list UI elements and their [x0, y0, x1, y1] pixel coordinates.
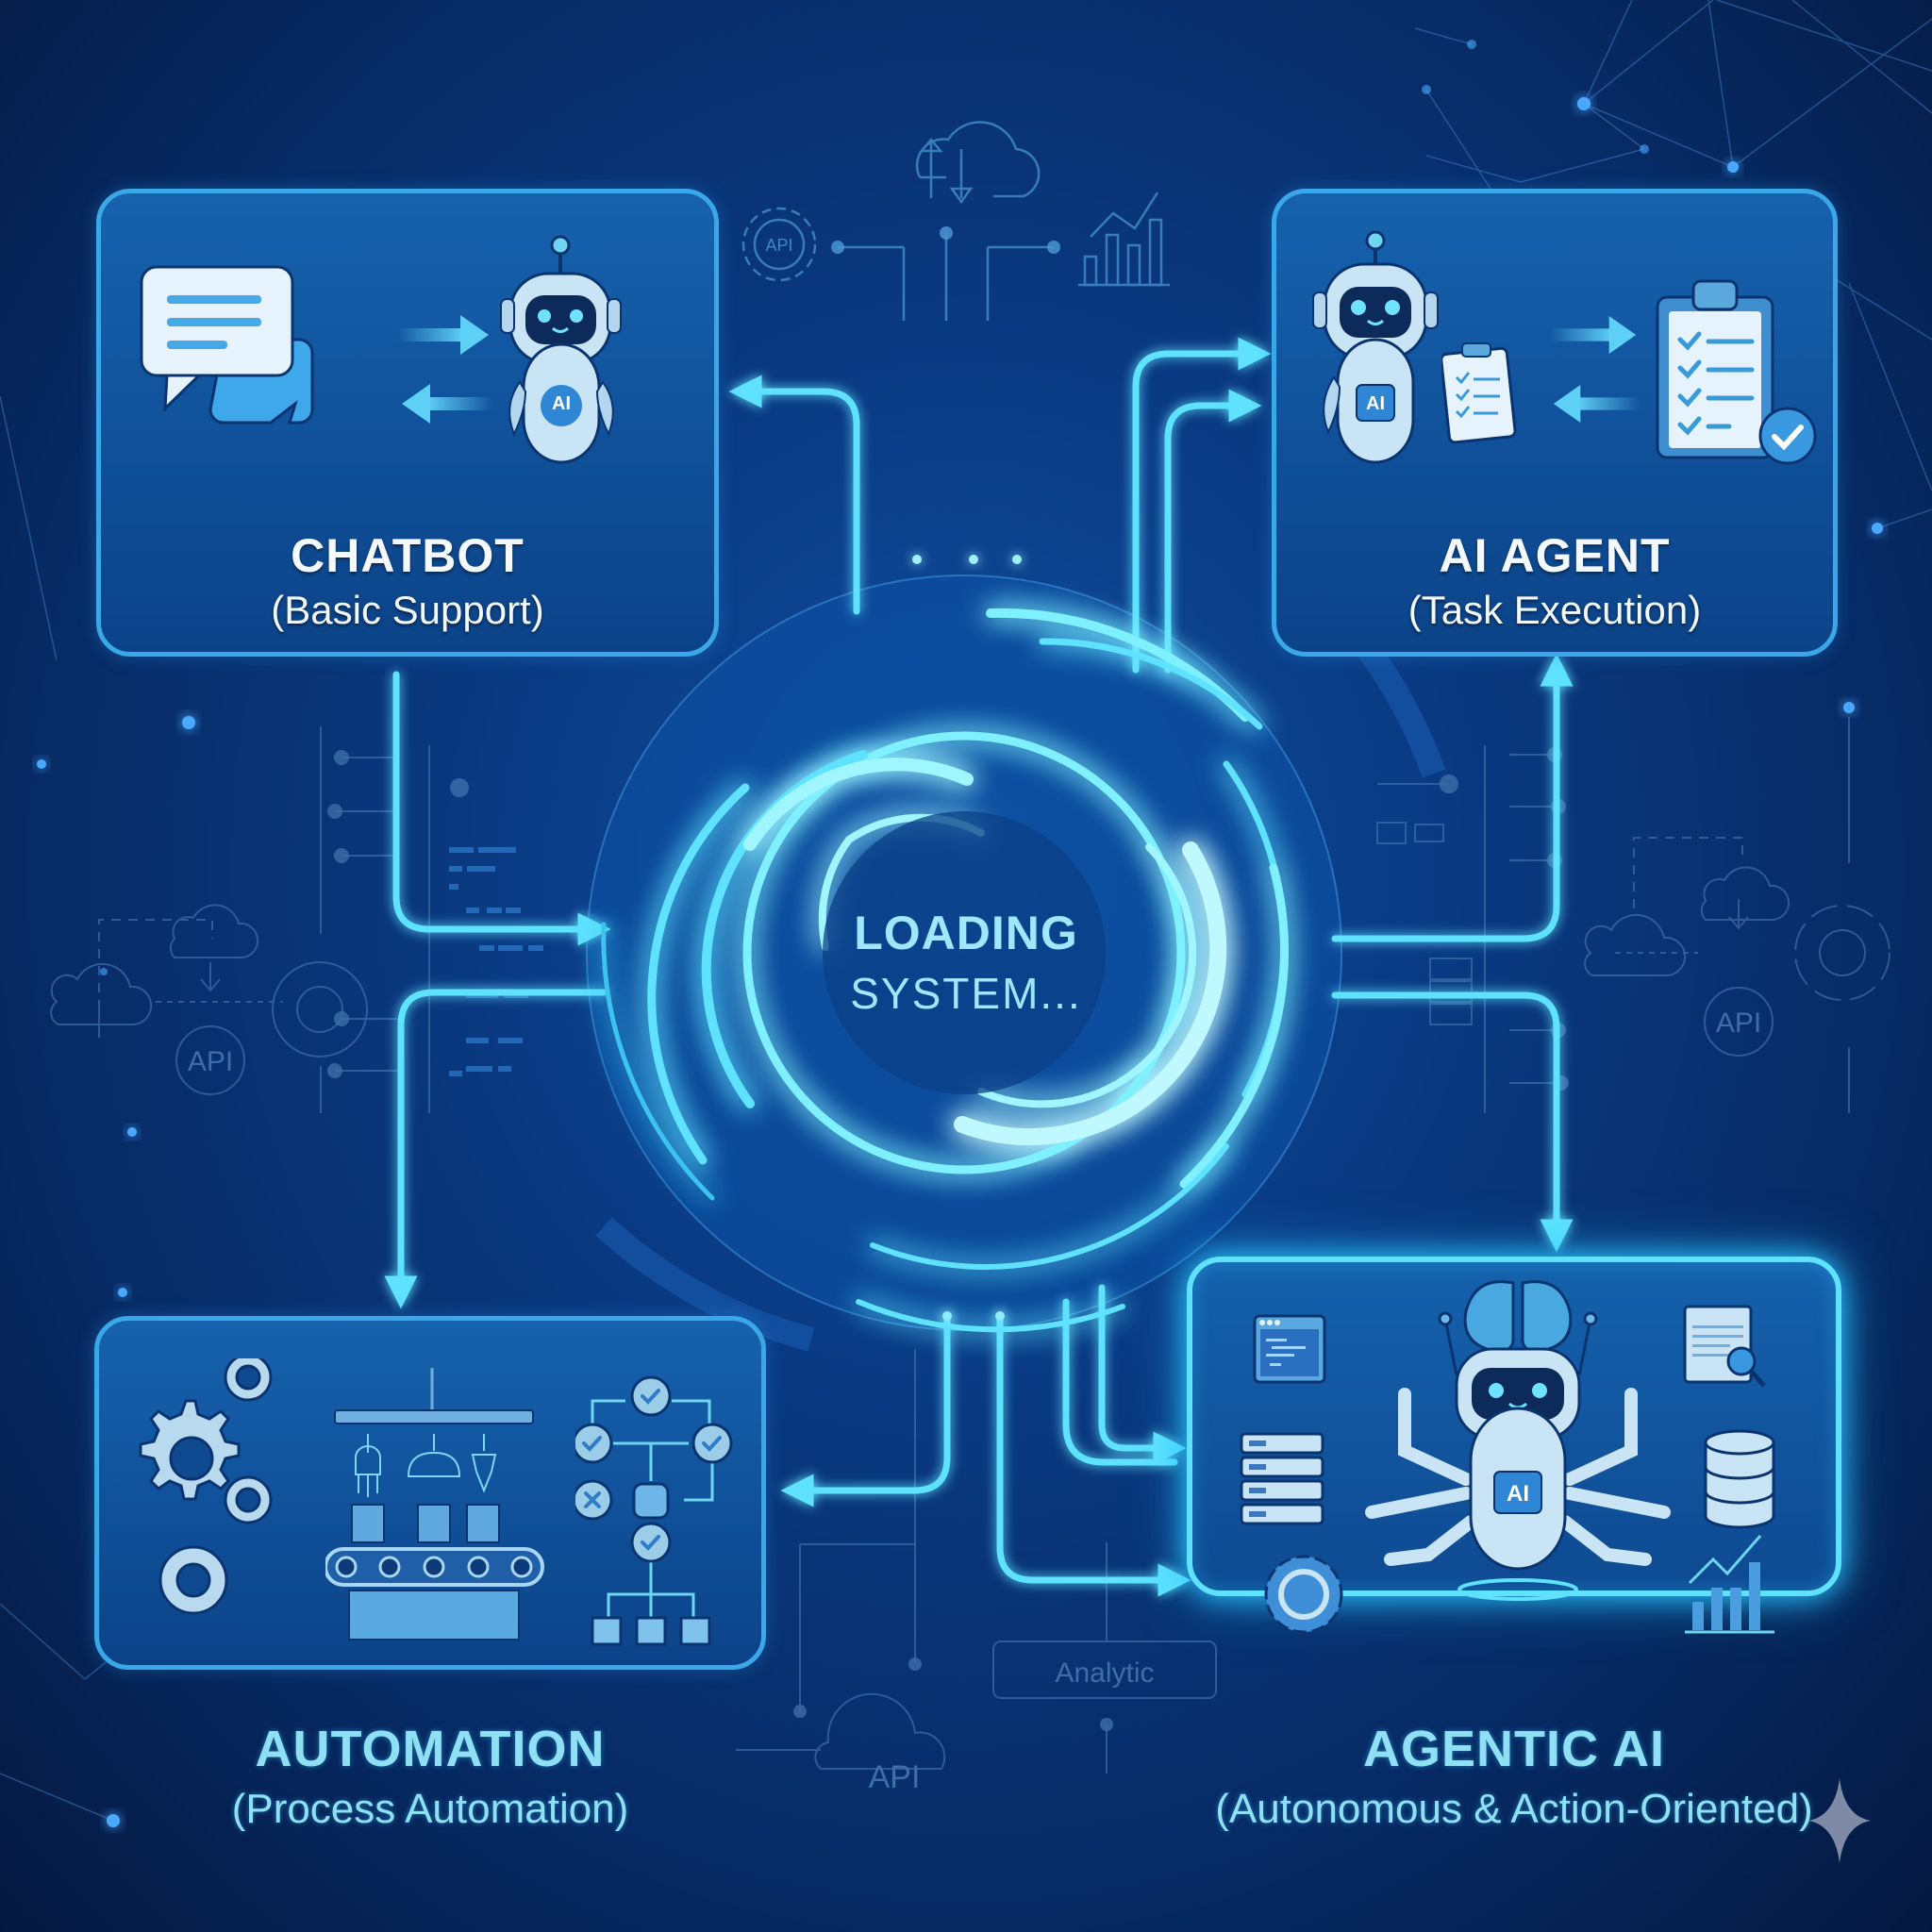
document-search-icon [1683, 1305, 1766, 1388]
loading-sublabel: SYSTEM... [850, 969, 1082, 1018]
robot-icon [1312, 230, 1439, 464]
checklist-clipboard-icon [1656, 279, 1774, 459]
bg-api-bottom-label: API [869, 1759, 921, 1795]
growth-chart-icon [1685, 1535, 1774, 1634]
robot-ai-badge: AI [1507, 1481, 1529, 1507]
card-chatbot[interactable]: AI CHATBOT (Basic Support) [96, 189, 719, 657]
card-subtitle-automation: (Process Automation) [231, 1786, 629, 1832]
card-subtitle-agentic-ai: (Autonomous & Action-Oriented) [1215, 1786, 1813, 1832]
arrow-left-icon [1553, 385, 1640, 423]
card-title: CHATBOT [291, 529, 525, 582]
brain-icon [1463, 1280, 1573, 1353]
card-ai-agent[interactable]: AI AI AGENT (Task Execution) [1272, 189, 1838, 657]
arrow-right-icon [1550, 316, 1637, 354]
card-subtitle: (Task Execution) [1407, 588, 1702, 632]
sparkle-icon [1808, 1778, 1871, 1863]
card-title-agentic-ai: AGENTIC AI [1363, 1721, 1665, 1777]
gear-sync-icon [1264, 1555, 1343, 1634]
loading-status: LOADING SYSTEM... [777, 906, 1155, 1019]
robot-ai-badge: AI [552, 393, 571, 414]
conveyor-belt-icon [325, 1368, 544, 1641]
gears-icon [139, 1358, 273, 1615]
card-subtitle: (Basic Support) [271, 588, 544, 632]
small-clipboard-icon [1441, 342, 1517, 443]
server-icon [1240, 1432, 1324, 1525]
arrow-right-icon [398, 315, 489, 355]
bg-api-left-label: API [188, 1046, 233, 1077]
bg-api-right-label: API [1716, 1008, 1761, 1039]
card-title: AI AGENT [1439, 529, 1671, 582]
arrow-left-icon [402, 384, 492, 424]
robot-icon [500, 235, 622, 464]
code-window-icon [1253, 1314, 1326, 1384]
database-icon [1704, 1429, 1775, 1529]
bg-api-top-label: API [765, 236, 792, 255]
loading-label: LOADING [854, 907, 1078, 959]
card-automation[interactable] [94, 1316, 766, 1670]
check-badge-icon [1758, 407, 1817, 465]
workflow-chart-icon [575, 1375, 733, 1646]
card-title-automation: AUTOMATION [255, 1721, 606, 1777]
multi-arm-robot-icon [1365, 1280, 1671, 1601]
bg-analytic-label: Analytic [1055, 1657, 1154, 1689]
robot-ai-badge: AI [1366, 393, 1385, 414]
card-agentic-ai[interactable]: AI [1187, 1257, 1841, 1634]
chat-bubbles-icon [140, 265, 314, 425]
